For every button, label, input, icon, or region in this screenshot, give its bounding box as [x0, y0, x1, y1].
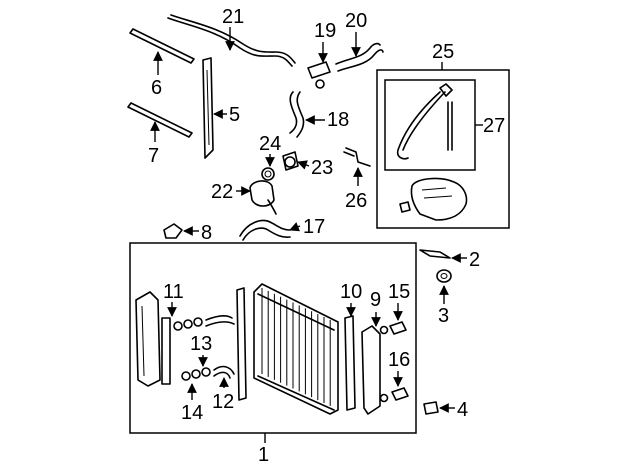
part-27-reservoir-hose — [396, 91, 446, 160]
part-3-mount-bushing — [436, 269, 452, 283]
part-18-hose — [289, 91, 305, 138]
part-13-o-ring — [173, 321, 183, 331]
callout-26: 26 — [345, 190, 367, 212]
part-19-connector — [307, 61, 331, 79]
callout-10: 10 — [340, 281, 362, 303]
callout-27: 27 — [483, 115, 505, 137]
part-8-cap — [163, 223, 183, 239]
callout-6: 6 — [151, 77, 162, 99]
callout-16: 16 — [388, 349, 410, 371]
callout-23: 23 — [311, 157, 333, 179]
part-26-bracket — [343, 147, 371, 167]
part-7-seal-strip — [127, 102, 193, 138]
callout-17: 17 — [303, 216, 325, 238]
part-10-core-seal — [236, 287, 247, 401]
callout-7: 7 — [148, 145, 159, 167]
part-9-right-tank — [361, 325, 381, 415]
radiator-assembly-box — [129, 242, 417, 434]
callout-3: 3 — [438, 305, 449, 327]
callout-1: 1 — [258, 444, 269, 466]
part-17-hose — [239, 219, 291, 241]
callout-14: 14 — [181, 402, 203, 424]
part-25-reservoir-tank — [410, 177, 468, 221]
callout-22: 22 — [211, 181, 233, 203]
callout-5: 5 — [229, 104, 240, 126]
callout-25: 25 — [432, 41, 454, 63]
part-11-left-tank — [135, 291, 161, 387]
part-4-drain-plug — [423, 401, 439, 415]
part-12-pipe-lower — [213, 365, 235, 379]
part-14-o-ring — [181, 371, 191, 381]
callout-2: 2 — [469, 249, 480, 271]
callout-20: 20 — [345, 10, 367, 32]
part-6-seal-strip — [129, 28, 195, 64]
part-20-hose — [335, 42, 384, 72]
callout-8: 8 — [201, 222, 212, 244]
reservoir-assembly-box — [376, 69, 510, 229]
callout-24: 24 — [259, 133, 281, 155]
part-16-fitting — [391, 387, 409, 401]
callout-18: 18 — [327, 109, 349, 131]
callout-9: 9 — [370, 289, 381, 311]
callout-15: 15 — [388, 281, 410, 303]
part-15-fitting — [389, 321, 407, 335]
part-2-bracket — [419, 249, 451, 259]
callout-12: 12 — [212, 391, 234, 413]
part-21-hose-pipe — [167, 17, 293, 67]
part-22-housing — [249, 180, 275, 207]
radiator-core — [253, 283, 339, 415]
part-24-gasket — [261, 167, 275, 181]
part-12-pipe-upper — [205, 315, 235, 327]
callout-19: 19 — [314, 20, 336, 42]
callout-21: 21 — [222, 6, 244, 28]
callout-13: 13 — [190, 333, 212, 355]
callout-11: 11 — [163, 281, 184, 303]
callout-4: 4 — [457, 399, 468, 421]
